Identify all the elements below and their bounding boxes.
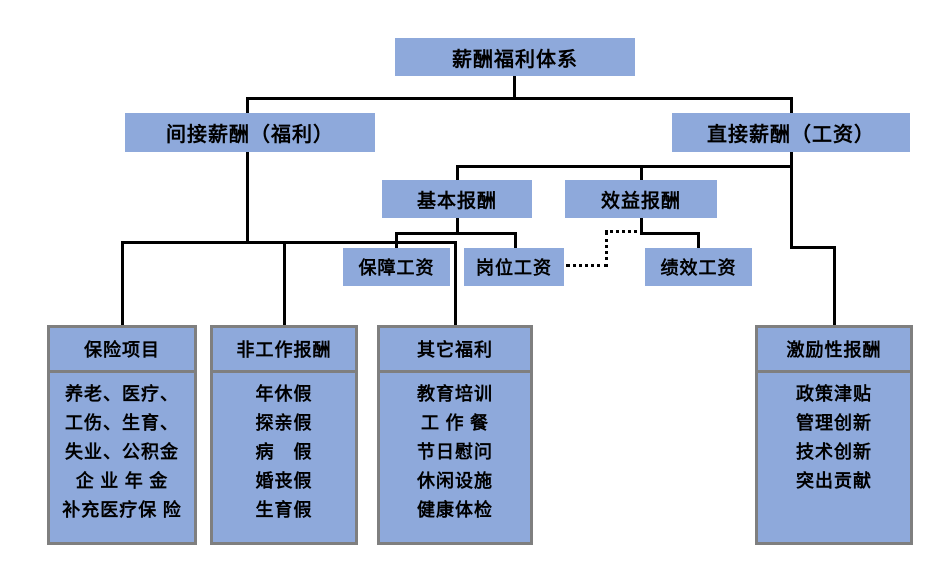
- panel-line: 失业、公积金: [65, 442, 179, 462]
- node-compensation-system: 薪酬福利体系: [395, 38, 635, 76]
- node-benefit-pay: 效益报酬: [565, 180, 717, 218]
- panel-other-title: 其它福利: [380, 328, 530, 373]
- panel-line: 政策津贴: [796, 384, 872, 404]
- panel-insurance: 保险项目 养老、医疗、 工伤、生育、 失业、公积金 企 业 年 金 补充医疗保 …: [47, 325, 197, 545]
- connector-basic-stem: [456, 217, 459, 233]
- panel-line: 年休假: [255, 384, 313, 404]
- connector-level3-hbar: [456, 165, 793, 168]
- node-indirect-compensation: 间接薪酬（福利）: [125, 113, 375, 152]
- dotted-connector-h-lower: [566, 264, 608, 267]
- panel-incentive-pay: 激励性报酬 政策津贴 管理创新 技术创新 突出贡献: [755, 325, 913, 545]
- panel-line: 病 假: [255, 442, 313, 462]
- connector-incentive-stem: [790, 165, 793, 249]
- panel-nonwork-title: 非工作报酬: [213, 328, 355, 373]
- panel-line: 婚丧假: [255, 471, 313, 491]
- connector-benefit-panels-hbar: [121, 241, 457, 244]
- panel-line: 休闲设施: [417, 471, 493, 491]
- panel-line: 突出贡献: [796, 471, 872, 491]
- connector-nonwork-drop: [283, 241, 286, 326]
- dotted-connector-v: [605, 232, 608, 267]
- panel-nonwork-pay: 非工作报酬 年休假 探亲假 病 假 婚丧假 生育假: [210, 325, 358, 545]
- node-performance-wage: 绩效工资: [645, 248, 752, 286]
- panel-line: 教育培训: [417, 384, 493, 404]
- panel-line: 技术创新: [796, 442, 872, 462]
- connector-direct-drop: [790, 97, 793, 114]
- connector-indirect-stem: [246, 152, 249, 244]
- connector-performance-drop: [697, 232, 700, 248]
- connector-incentive-drop: [833, 246, 836, 325]
- panel-line: 工伤、生育、: [65, 413, 179, 433]
- panel-line: 节日慰问: [417, 442, 493, 462]
- panel-incentive-title: 激励性报酬: [758, 328, 910, 373]
- node-guarantee-wage: 保障工资: [343, 248, 450, 286]
- panel-nonwork-body: 年休假 探亲假 病 假 婚丧假 生育假: [213, 373, 355, 525]
- connector-level2-hbar: [246, 97, 793, 100]
- dotted-connector-h-upper: [605, 230, 643, 233]
- panel-other-body: 教育培训 工 作 餐 节日慰问 休闲设施 健康体检: [380, 373, 530, 525]
- connector-benefit-stem: [640, 217, 643, 233]
- connector-incentive-jog: [790, 246, 836, 249]
- connector-basic-drop: [456, 165, 459, 181]
- node-direct-compensation: 直接薪酬（工资）: [672, 113, 910, 152]
- connector-other-drop: [454, 241, 457, 326]
- panel-other-benefits: 其它福利 教育培训 工 作 餐 节日慰问 休闲设施 健康体检: [377, 325, 533, 545]
- connector-guarantee-drop: [395, 232, 398, 248]
- panel-line: 生育假: [255, 500, 313, 520]
- connector-wage-hbar: [395, 232, 517, 235]
- connector-root-stem: [513, 76, 516, 98]
- node-basic-pay: 基本报酬: [382, 180, 532, 218]
- connector-direct-stem: [790, 152, 793, 168]
- panel-line: 管理创新: [796, 413, 872, 433]
- panel-line: 探亲假: [255, 413, 313, 433]
- node-position-wage: 岗位工资: [464, 248, 564, 286]
- panel-line: 补充医疗保 险: [62, 500, 182, 520]
- connector-benefit-drop: [640, 165, 643, 181]
- connector-performance-hbar: [640, 232, 700, 235]
- connector-indirect-drop: [246, 97, 249, 114]
- panel-line: 健康体检: [417, 500, 493, 520]
- connector-insurance-drop: [121, 241, 124, 326]
- panel-insurance-body: 养老、医疗、 工伤、生育、 失业、公积金 企 业 年 金 补充医疗保 险: [50, 373, 194, 525]
- panel-line: 企 业 年 金: [75, 471, 169, 491]
- panel-insurance-title: 保险项目: [50, 328, 194, 373]
- panel-line: 工 作 餐: [421, 413, 489, 433]
- connector-position-drop: [514, 232, 517, 248]
- panel-incentive-body: 政策津贴 管理创新 技术创新 突出贡献: [758, 373, 910, 496]
- panel-line: 养老、医疗、: [65, 384, 179, 404]
